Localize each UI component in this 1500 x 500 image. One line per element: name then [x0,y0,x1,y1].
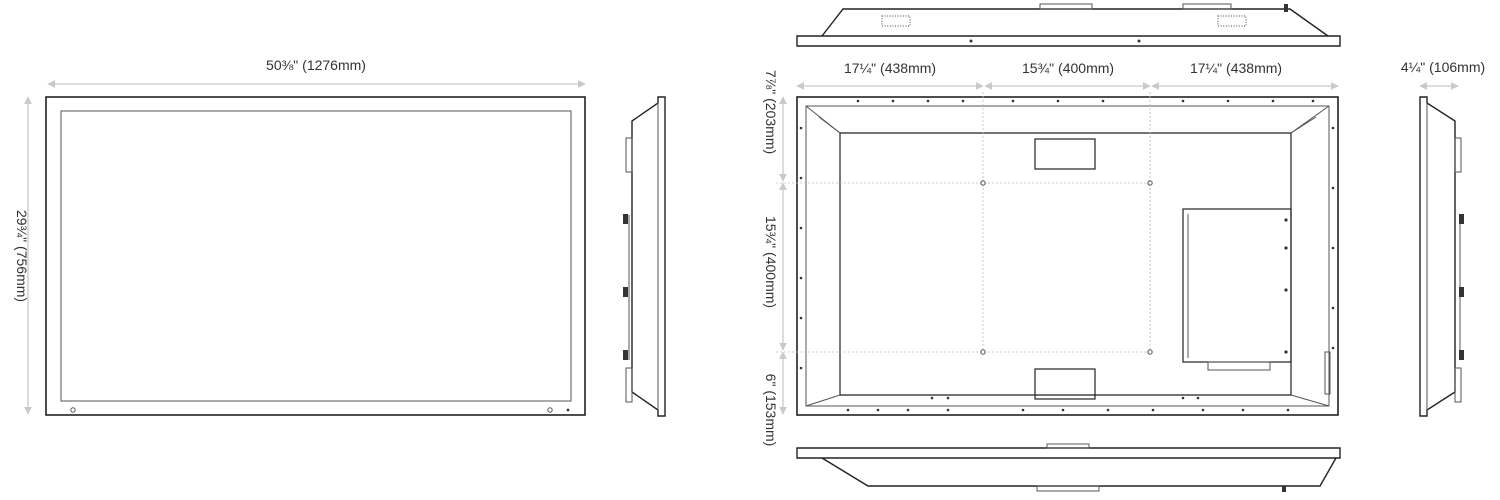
rear-view: 17¼" (438mm) 15¾" (400mm) 17¼" (438mm) 7… [763,60,1339,447]
box-screw-3 [1284,288,1288,292]
vesa-hole-tr [1147,180,1153,186]
rear-bevel-br [1290,394,1330,407]
side-view-right: 4¼" (106mm) [1401,59,1485,417]
bottom-edge-housing [821,457,1337,487]
rear-side-slot [1324,351,1331,395]
front-sensor [566,408,570,412]
bottom-edge-base [796,447,1341,459]
front-foot-hole-left [70,407,76,413]
rear-perimeter-screws [799,99,1335,412]
vesa-hole-tl [980,180,986,186]
side-profile [631,96,666,417]
rear-frame-outer [796,96,1339,416]
top-edge-view [796,3,1341,47]
bottom-edge-view [796,443,1341,492]
rear-handle-top [1034,138,1096,170]
front-view: 50⅜" (1276mm) 29¾" (756mm) [14,57,586,416]
electronics-box [1182,208,1292,363]
front-foot-hole-right [547,407,553,413]
side-handle-3 [623,350,628,360]
front-bezel [45,96,586,416]
front-width-label: 50⅜" (1276mm) [266,57,366,73]
bottom-edge-knob [1282,486,1286,492]
vesa-hole-br [1147,349,1153,355]
front-screen [60,110,572,402]
box-screw-1 [1284,218,1288,222]
box-screw-4 [1284,350,1288,354]
top-edge-dot-1 [969,39,973,43]
top-edge-housing [821,8,1329,37]
rear-left-dim-label-3: 6" (153mm) [763,374,779,447]
depth-label: 4¼" (106mm) [1401,59,1485,75]
top-edge-mount [1039,3,1093,10]
side-right-handle-3 [1459,350,1464,360]
top-edge-knob [1284,4,1288,12]
top-vent-left [881,15,911,27]
side-right-bracket-bottom [1454,367,1462,403]
top-vent-right [1217,15,1247,27]
side-view-left [623,96,666,417]
rear-frame-inner [805,105,1330,407]
side-bracket-bottom [625,367,633,403]
side-handle-1 [623,214,628,224]
front-height-label: 29¾" (756mm) [14,210,30,302]
bottom-edge-tab [1046,443,1090,449]
rear-top-dim-label-3: 17¼" (438mm) [1190,60,1282,76]
vesa-hole-bl [980,349,986,355]
side-handle-2 [623,287,628,297]
top-edge-dot-2 [1137,39,1141,43]
rear-left-dim-label-1: 7⅞" (203mm) [763,70,779,154]
rear-handle-bottom [1034,368,1096,400]
electronics-box-connector [1207,361,1271,371]
rear-left-dim-label-2: 15¾" (400mm) [763,216,779,308]
rear-bevel-tr-2 [1290,116,1317,134]
top-edge-base [796,35,1341,47]
rear-bevel-bl [805,394,841,407]
rear-top-dim-label-2: 15¾" (400mm) [1022,60,1114,76]
side-right-handle-1 [1459,214,1464,224]
rear-top-dim-label-1: 17¼" (438mm) [844,60,936,76]
side-right-bracket-top [1454,137,1462,173]
top-edge-mount-2 [1182,3,1232,10]
rear-panel [839,132,1292,396]
bottom-edge-mount [1036,485,1100,492]
side-bracket-top [625,137,633,173]
side-right-handle-2 [1459,287,1464,297]
box-screw-2 [1284,246,1288,250]
rear-bevel-tl-2 [818,116,841,134]
side-right-profile [1419,96,1456,417]
